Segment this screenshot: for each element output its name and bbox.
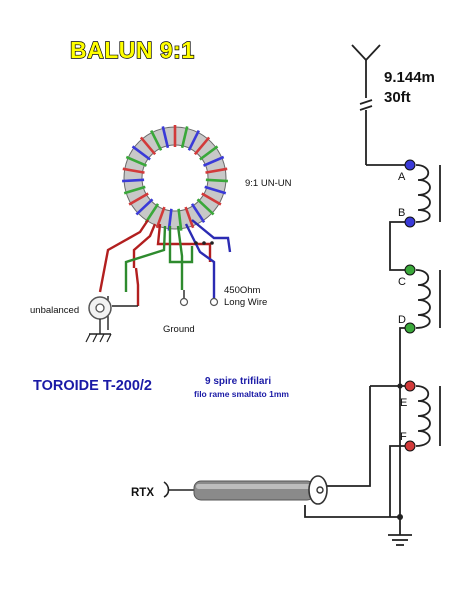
winding-turn bbox=[202, 155, 225, 167]
winding-turn bbox=[123, 185, 146, 195]
rtx-label: RTX bbox=[131, 487, 154, 499]
tap-dot bbox=[202, 241, 206, 245]
winding-turn bbox=[199, 145, 219, 161]
terminal-e-dot bbox=[404, 380, 416, 392]
winding-turn bbox=[150, 130, 163, 151]
winding-turn bbox=[131, 145, 151, 161]
coil-cd bbox=[415, 269, 441, 329]
winding-turn bbox=[193, 136, 211, 156]
winding-turn bbox=[122, 178, 145, 183]
winding-turn bbox=[139, 136, 157, 156]
winding-turn bbox=[135, 198, 154, 216]
winding-turn bbox=[196, 198, 215, 216]
turns-label: 9 spire trifilari bbox=[205, 376, 271, 387]
length-meters-label: 9.144m bbox=[384, 69, 435, 86]
terminal-f-label: F bbox=[400, 431, 407, 443]
winding-turn bbox=[161, 126, 170, 149]
length-feet-label: 30ft bbox=[384, 89, 411, 106]
diagram-title: BALUN 9:1 bbox=[70, 37, 195, 63]
terminal-c-label: C bbox=[398, 276, 406, 288]
wire-spec-label: filo rame smaltato 1mm bbox=[194, 389, 289, 399]
unbalanced-label: unbalanced bbox=[30, 305, 79, 316]
winding-turn bbox=[144, 203, 160, 224]
ground-label: Ground bbox=[163, 324, 195, 335]
longwire-terminal bbox=[209, 297, 219, 307]
winding-turn bbox=[125, 155, 148, 167]
toroid-leads bbox=[98, 219, 232, 330]
winding-turn bbox=[122, 167, 145, 174]
toroid-model-label: TOROIDE T-200/2 bbox=[33, 378, 152, 394]
toroid-windings bbox=[122, 125, 228, 231]
terminal-d-dot bbox=[404, 322, 416, 334]
antenna-symbol bbox=[351, 44, 381, 165]
coax-cable bbox=[163, 475, 328, 505]
terminal-a-dot bbox=[404, 159, 416, 171]
winding-turn bbox=[190, 203, 206, 224]
terminal-c-dot bbox=[404, 264, 416, 276]
ground-junction bbox=[397, 514, 403, 520]
toroid-core bbox=[122, 125, 228, 231]
winding-turn bbox=[128, 192, 149, 206]
terminal-b-label: B bbox=[398, 207, 405, 219]
terminal-e-label: E bbox=[400, 397, 407, 409]
transformer-type-label: 9:1 UN-UN bbox=[245, 178, 292, 189]
winding-turn bbox=[177, 208, 183, 231]
coil-ab bbox=[415, 164, 441, 223]
winding-turn bbox=[201, 192, 222, 206]
impedance-label: 450Ohm bbox=[224, 285, 261, 296]
junction-dot bbox=[397, 383, 403, 389]
tap-dot bbox=[194, 241, 198, 245]
tap-dot bbox=[210, 241, 214, 245]
unbalanced-socket bbox=[85, 296, 112, 343]
terminal-d-label: D bbox=[398, 314, 406, 326]
terminal-a-label: A bbox=[398, 171, 406, 183]
coil-ef bbox=[415, 385, 441, 447]
terminal-f-dot bbox=[404, 440, 416, 452]
winding-turn bbox=[184, 206, 195, 229]
winding-turn bbox=[205, 167, 228, 174]
long-wire-label: Long Wire bbox=[224, 297, 267, 308]
winding-turn bbox=[155, 206, 166, 229]
terminal-b-dot bbox=[404, 216, 416, 228]
winding-turn bbox=[204, 185, 227, 195]
winding-turn bbox=[187, 130, 200, 151]
ground-terminal bbox=[179, 297, 189, 307]
winding-turn bbox=[180, 126, 189, 149]
winding-turn bbox=[205, 178, 228, 183]
